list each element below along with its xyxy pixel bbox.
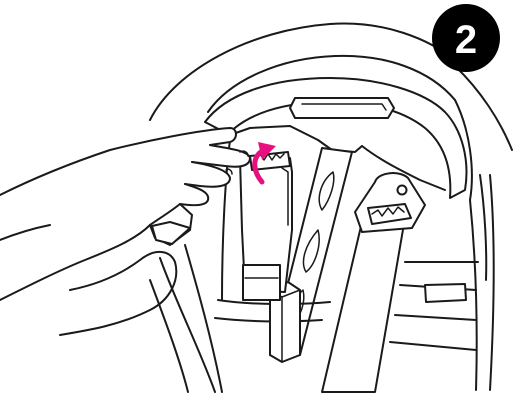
buckle-tongue [355,173,425,232]
step-badge: 2 [432,4,500,72]
strap-end [243,265,280,300]
seat-lower-edges [150,245,222,392]
hand [0,128,250,335]
adjuster-strap [240,152,292,300]
buckle-hole [398,186,407,195]
step-number: 2 [455,18,477,62]
carry-handle-slot [290,98,394,118]
